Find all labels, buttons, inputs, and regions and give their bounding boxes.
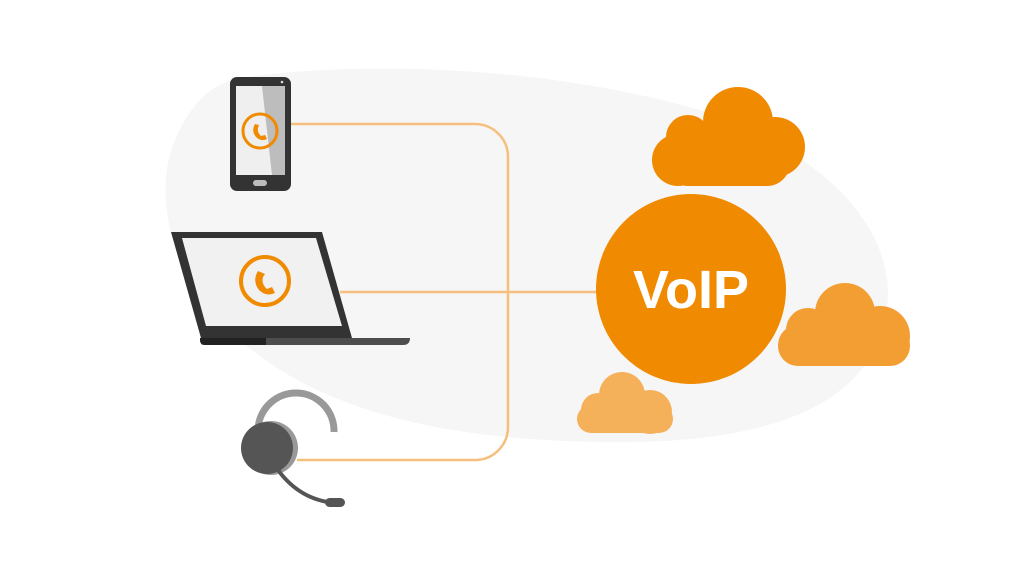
phone-call-icon [239,255,291,307]
voip-badge: VoIP [596,194,786,384]
cloud-large-icon [652,87,805,186]
laptop [171,232,410,345]
cloud-right-icon [778,283,910,366]
phone-call-icon [241,112,279,150]
headset-icon [241,389,345,507]
connection-lines [291,122,600,462]
cloud-small-icon [577,372,673,434]
voip-label: VoIP [633,260,749,320]
smartphone [230,77,291,191]
